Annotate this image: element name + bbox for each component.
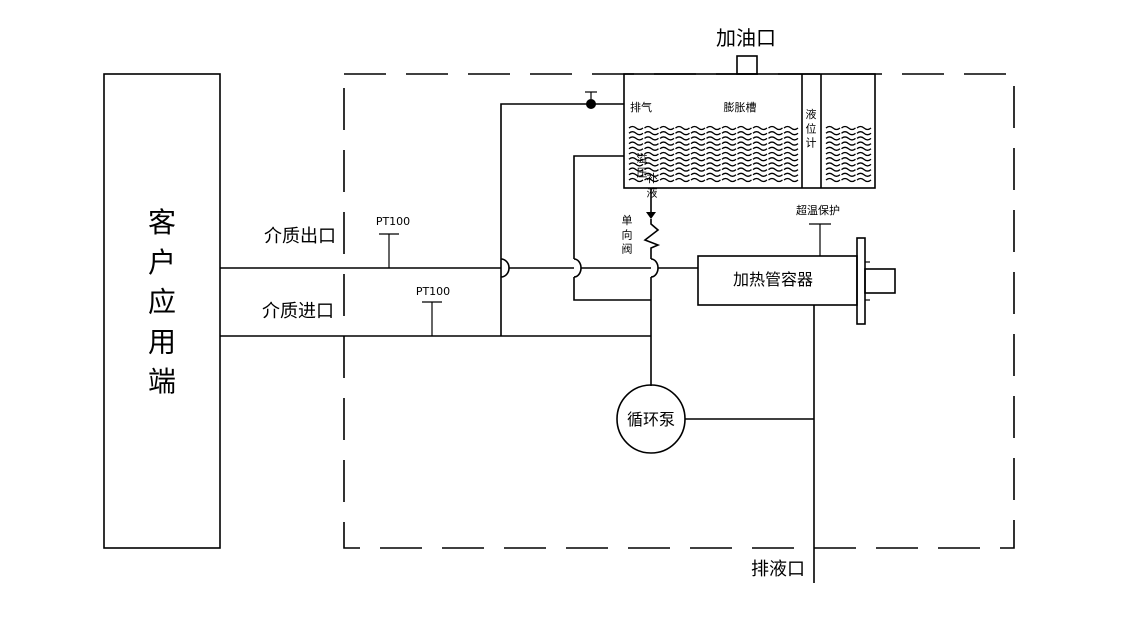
expansion-tank-label: 膨胀槽 bbox=[724, 100, 757, 114]
outlet-label: 介质出口 bbox=[264, 226, 336, 247]
pump-label: 循环泵 bbox=[627, 410, 675, 429]
level-gauge-label: 液位计 bbox=[806, 107, 817, 150]
pressure-supply-label-bottom: 补液 bbox=[647, 172, 658, 199]
pt100-outlet-label: PT100 bbox=[376, 215, 410, 228]
tank-liquid-waves bbox=[628, 125, 872, 183]
expansion-tank bbox=[623, 73, 876, 189]
drain-label: 排液口 bbox=[751, 559, 805, 580]
heater-terminal bbox=[864, 268, 896, 294]
vent-pipe bbox=[500, 103, 624, 336]
vent-label: 排气 bbox=[630, 100, 652, 114]
vent-valve bbox=[586, 99, 596, 109]
overtemp-label: 超温保护 bbox=[796, 203, 840, 217]
oil-fill-cap bbox=[736, 55, 758, 75]
client-box bbox=[103, 73, 221, 549]
overflow-pipe bbox=[573, 155, 624, 259]
pt100-inlet-label: PT100 bbox=[416, 285, 450, 298]
client-label: 客户应用端 bbox=[148, 206, 176, 398]
pressure-supply-label-top: 溢压 bbox=[637, 151, 648, 179]
check-valve-spring bbox=[643, 219, 661, 259]
check-arrow bbox=[646, 212, 656, 219]
heater-label: 加热管容器 bbox=[733, 270, 813, 289]
heater-flange bbox=[856, 237, 866, 325]
equipment-boundary bbox=[343, 73, 1015, 549]
oil-fill-label: 加油口 bbox=[716, 26, 776, 50]
inlet-label: 介质进口 bbox=[262, 301, 334, 322]
check-valve-label: 单向阀 bbox=[622, 214, 633, 256]
